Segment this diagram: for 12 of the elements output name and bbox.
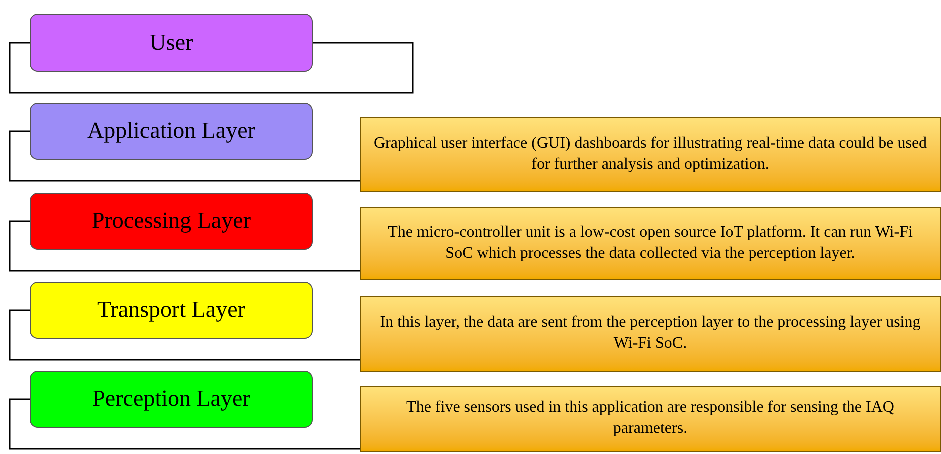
description-box: In this layer, the data are sent from the perception layer to the processing layer using Wi-Fi SoC. (360, 296, 941, 372)
connector-line (9, 130, 360, 182)
layer-box: Processing Layer (30, 193, 313, 250)
description-box: The five sensors used in this application are responsible for sensing the IAQ parameters. (360, 386, 941, 452)
layer-box: Application Layer (30, 103, 313, 160)
description-box: Graphical user interface (GUI) dashboards for illustrating real-time data could be used for further analysis and optimization. (360, 117, 941, 192)
connector-line (9, 220, 360, 272)
layer-box: Perception Layer (30, 371, 313, 428)
layer-box: Transport Layer (30, 282, 313, 339)
layer-box: User (30, 14, 313, 72)
description-box: The micro-controller unit is a low-cost open source IoT platform. It can run Wi-Fi SoC which processes the data collected via the perception layer. (360, 207, 941, 280)
connector-line (9, 398, 360, 450)
